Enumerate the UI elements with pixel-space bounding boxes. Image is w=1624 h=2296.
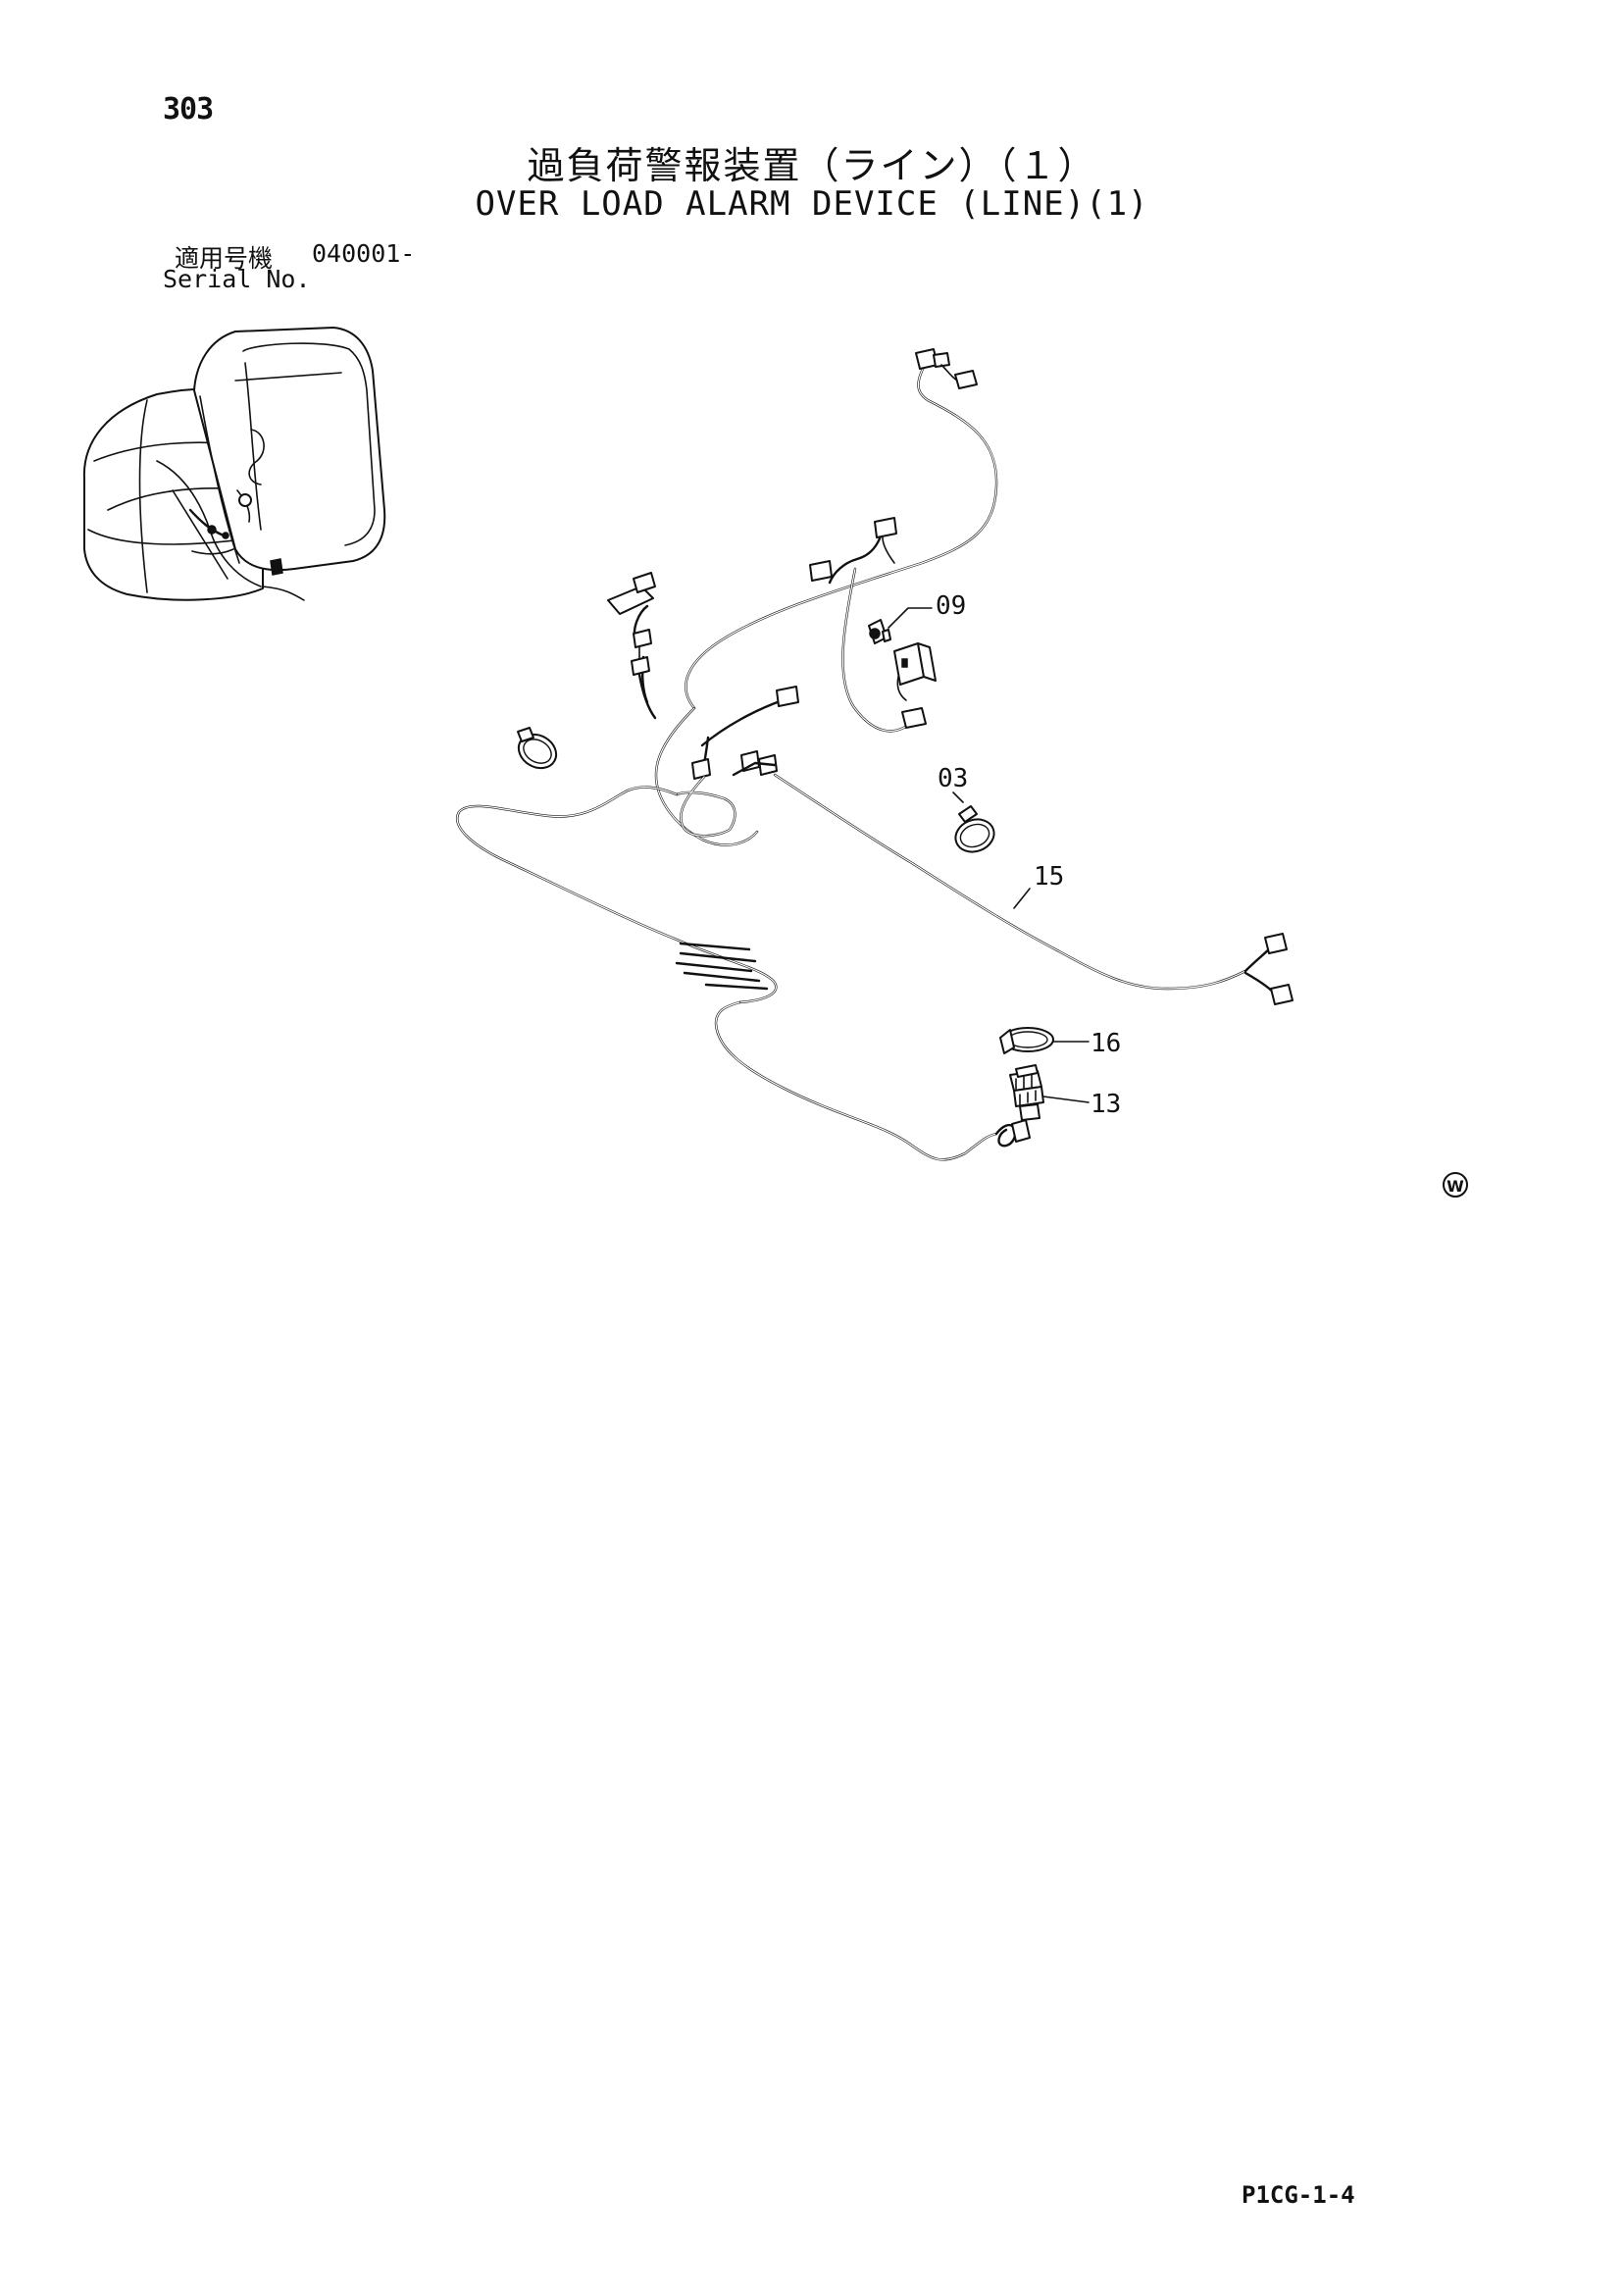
cab-harness xyxy=(607,348,998,846)
title-japanese: 過負荷警報装置（ライン）（１） xyxy=(527,144,1097,187)
part-03-clamp xyxy=(954,805,995,853)
part-16-clamp xyxy=(999,1027,1054,1054)
drawing-code: P1CG-1-4 xyxy=(1242,2181,1355,2209)
connector-top xyxy=(915,348,978,389)
serial-number-value: 040001- xyxy=(312,239,416,268)
clamp-left xyxy=(517,727,558,770)
harness-floor-loop xyxy=(456,775,1031,1161)
callout-label-13: 13 xyxy=(1091,1090,1121,1119)
part-13-pressure-sensor xyxy=(1009,1064,1044,1121)
serial-label-japanese: 適用号機 xyxy=(175,244,274,273)
harness-15 xyxy=(773,773,1294,1005)
w-mark: W xyxy=(1443,1172,1468,1198)
w-mark-letter: W xyxy=(1446,1177,1464,1196)
serial-label-english: Serial No. xyxy=(163,265,311,293)
callout-label-15: 15 xyxy=(1034,862,1064,892)
title-english: OVER LOAD ALARM DEVICE (LINE)(1) xyxy=(475,184,1149,224)
machine-location-sketch xyxy=(82,327,386,601)
page-number: 303 xyxy=(163,92,214,127)
callout-leaders xyxy=(888,607,1090,1103)
part-09-switch xyxy=(868,619,937,701)
callout-label-09: 09 xyxy=(936,591,966,621)
callout-label-16: 16 xyxy=(1091,1029,1121,1058)
callout-label-03: 03 xyxy=(938,764,968,793)
